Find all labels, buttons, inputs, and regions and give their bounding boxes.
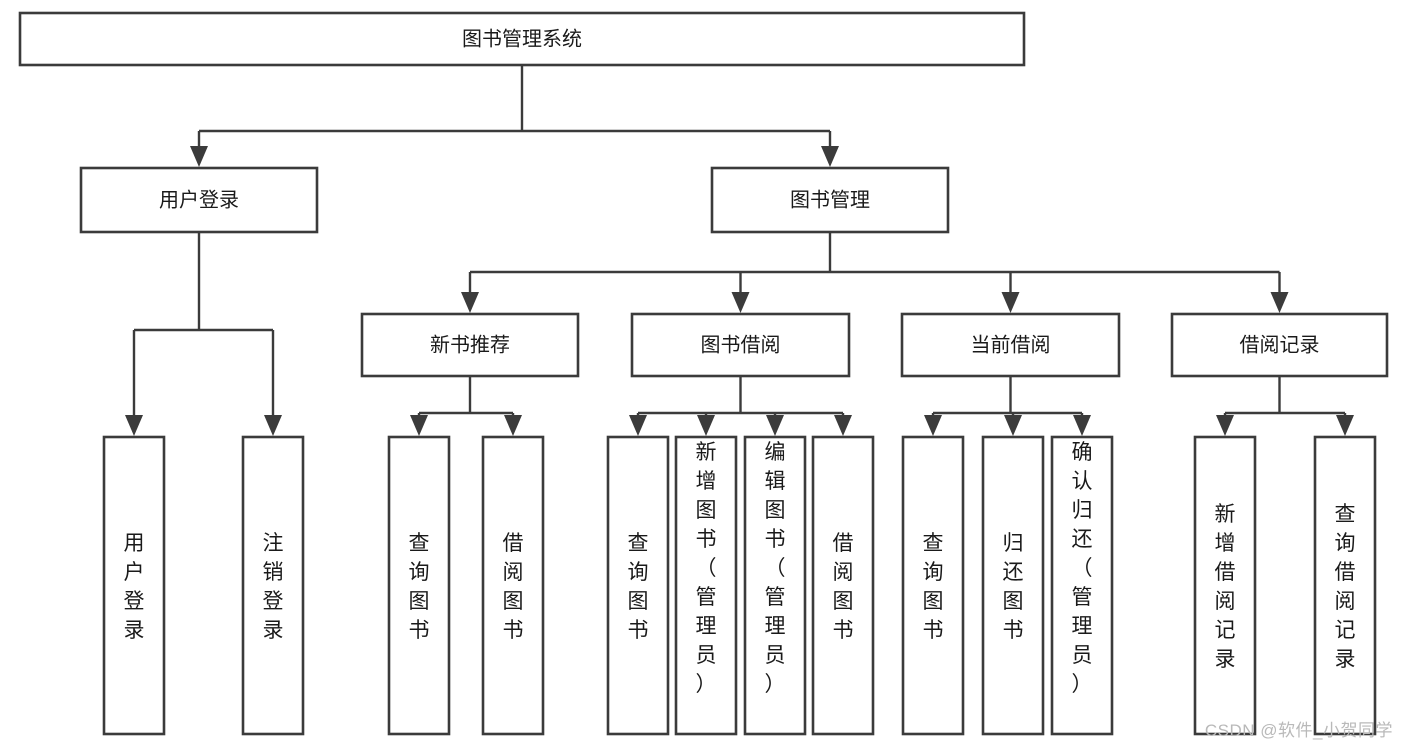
edges-book-borrow-to-leaves	[629, 376, 852, 436]
node-leaf-add-record[interactable]: 新增借阅记录	[1193, 435, 1257, 736]
edges-borrow-record-to-leaves	[1216, 376, 1354, 436]
edge-arrowhead	[1073, 415, 1091, 436]
node-label: 当前借阅	[971, 333, 1051, 356]
edges-bookmanage-to-level3	[461, 232, 1289, 313]
edges-root-to-level2	[190, 65, 839, 167]
edge-arrowhead	[821, 146, 839, 167]
node-book-manage[interactable]: 图书管理	[710, 166, 950, 234]
edge-arrowhead	[766, 415, 784, 436]
node-box	[900, 312, 1121, 378]
edge-arrowhead	[1216, 415, 1234, 436]
node-label: 查询借阅记录	[1335, 503, 1356, 671]
node-label: 归还图书	[1003, 532, 1024, 642]
node-label: 借阅记录	[1240, 333, 1320, 356]
edge-arrowhead	[629, 415, 647, 436]
edge-arrowhead	[924, 415, 942, 436]
node-box	[18, 11, 1026, 67]
node-leaf-edit-book[interactable]: 编辑图书（管理员）	[743, 435, 807, 736]
node-leaf-add-book[interactable]: 新增图书（管理员）	[674, 435, 738, 736]
node-leaf-query-book-borrow[interactable]: 查询图书	[606, 435, 670, 736]
watermark-text: CSDN @软件_小贺同学	[1204, 721, 1393, 740]
edge-arrowhead	[731, 292, 750, 313]
edges-user-login-to-leaves	[125, 232, 282, 436]
node-borrow-record[interactable]: 借阅记录	[1170, 312, 1389, 378]
edge-arrowhead	[125, 415, 143, 436]
edges-current-borrow-to-leaves	[924, 376, 1091, 436]
node-box	[241, 435, 305, 736]
node-label: 用户登录	[124, 532, 145, 642]
node-user-login[interactable]: 用户登录	[79, 166, 319, 234]
edge-arrowhead	[504, 415, 522, 436]
edge-arrowhead	[1336, 415, 1354, 436]
edges-layer	[125, 65, 1354, 436]
nodes-layer: 图书管理系统用户登录图书管理新书推荐图书借阅当前借阅借阅记录用户登录注销登录查询…	[18, 11, 1389, 736]
node-box	[360, 312, 580, 378]
node-leaf-query-book-current[interactable]: 查询图书	[901, 435, 965, 736]
node-leaf-query-book-rec[interactable]: 查询图书	[387, 435, 451, 736]
node-leaf-borrow-book-rec[interactable]: 借阅图书	[481, 435, 545, 736]
node-box	[743, 435, 807, 736]
node-label: 查询图书	[923, 532, 944, 642]
edge-arrowhead	[1004, 415, 1022, 436]
node-label: 图书管理系统	[462, 27, 582, 50]
edge-arrowhead	[461, 292, 479, 313]
node-box	[630, 312, 851, 378]
node-label: 注销登录	[263, 532, 284, 642]
edges-new-book-rec-to-leaves	[410, 376, 522, 436]
node-box	[606, 435, 670, 736]
edge-arrowhead	[834, 415, 852, 436]
node-box	[901, 435, 965, 736]
edge-arrowhead	[264, 415, 282, 436]
node-root[interactable]: 图书管理系统	[18, 11, 1026, 67]
node-label: 用户登录	[159, 188, 239, 211]
node-box	[1313, 435, 1377, 736]
node-box	[674, 435, 738, 736]
node-leaf-return-book[interactable]: 归还图书	[981, 435, 1045, 736]
edge-arrowhead	[410, 415, 428, 436]
node-box	[1193, 435, 1257, 736]
node-label: 借阅图书	[503, 532, 524, 642]
node-box	[79, 166, 319, 234]
node-leaf-user-login[interactable]: 用户登录	[102, 435, 166, 736]
node-box	[1050, 435, 1114, 736]
node-leaf-query-record[interactable]: 查询借阅记录	[1313, 435, 1377, 736]
node-label: 确认归还（管理员）	[1072, 441, 1093, 696]
node-new-book-rec[interactable]: 新书推荐	[360, 312, 580, 378]
node-box	[387, 435, 451, 736]
node-label: 新书推荐	[430, 333, 510, 356]
edge-arrowhead	[1270, 292, 1289, 313]
node-box	[981, 435, 1045, 736]
edge-arrowhead	[1001, 292, 1020, 313]
node-leaf-borrow-book[interactable]: 借阅图书	[811, 435, 875, 736]
node-label: 查询图书	[628, 532, 649, 642]
node-label: 图书借阅	[701, 333, 781, 356]
node-label: 查询图书	[409, 532, 430, 642]
node-label: 新增图书（管理员）	[696, 441, 717, 696]
node-label: 借阅图书	[833, 532, 854, 642]
node-box	[481, 435, 545, 736]
node-current-borrow[interactable]: 当前借阅	[900, 312, 1121, 378]
edge-arrowhead	[190, 146, 208, 167]
node-leaf-logout[interactable]: 注销登录	[241, 435, 305, 736]
node-label: 图书管理	[790, 188, 870, 211]
node-box	[102, 435, 166, 736]
node-book-borrow[interactable]: 图书借阅	[630, 312, 851, 378]
node-label: 新增借阅记录	[1215, 503, 1236, 671]
node-box	[710, 166, 950, 234]
node-box	[1170, 312, 1389, 378]
node-box	[811, 435, 875, 736]
edge-arrowhead	[697, 415, 715, 436]
node-label: 编辑图书（管理员）	[765, 441, 786, 696]
node-leaf-confirm-return[interactable]: 确认归还（管理员）	[1050, 435, 1114, 736]
